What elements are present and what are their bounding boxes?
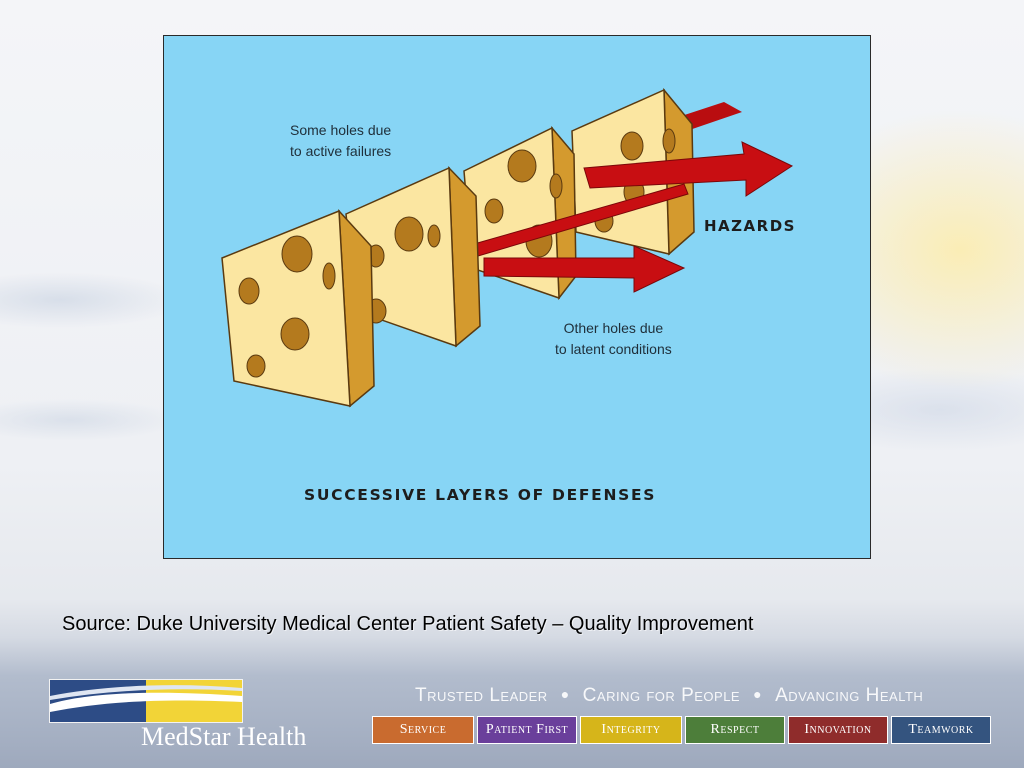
medstar-wordmark: MedStar Health: [141, 722, 307, 751]
tagline-2: Caring for People: [582, 685, 741, 706]
latent-conditions-label: Other holes due to latent conditions: [555, 320, 672, 357]
brand-tagline: Trusted Leader ● Caring for People ● Advanci…: [415, 685, 923, 707]
tagline-1: Trusted Leader: [415, 685, 548, 706]
hazard-arrow-3: [483, 245, 686, 293]
active-failures-label: Some holes due to active failures: [290, 122, 392, 159]
source-citation: Source: Duke University Medical Center P…: [62, 613, 754, 635]
tagline-separator-2: ●: [753, 686, 763, 702]
tagline-3: Advancing Health: [775, 685, 924, 706]
value-respect: Respect: [685, 716, 785, 744]
value-patient-first: Patient First: [477, 716, 577, 744]
value-teamwork: Teamwork: [891, 716, 991, 744]
logo-swoosh-icon: [50, 680, 242, 722]
layers-caption: SUCCESSIVE LAYERS OF DEFENSES: [304, 486, 657, 504]
hazards-label: HAZARDS: [704, 217, 796, 235]
hazard-arrow-1: [583, 141, 794, 197]
value-integrity: Integrity: [580, 716, 682, 744]
medstar-logo-mark: [49, 679, 243, 723]
cheese-slice-2: [345, 166, 481, 348]
swiss-cheese-diagram: Some holes due to active failures HAZARD…: [163, 35, 871, 559]
tagline-separator-1: ●: [560, 686, 570, 702]
cheese-slice-1: [221, 208, 375, 408]
cheese-illustration: [221, 87, 794, 408]
value-innovation: Innovation: [788, 716, 888, 744]
core-values-bar: Service Patient First Integrity Respect …: [372, 716, 991, 744]
value-service: Service: [372, 716, 474, 744]
cheese-slice-3: [463, 125, 577, 301]
